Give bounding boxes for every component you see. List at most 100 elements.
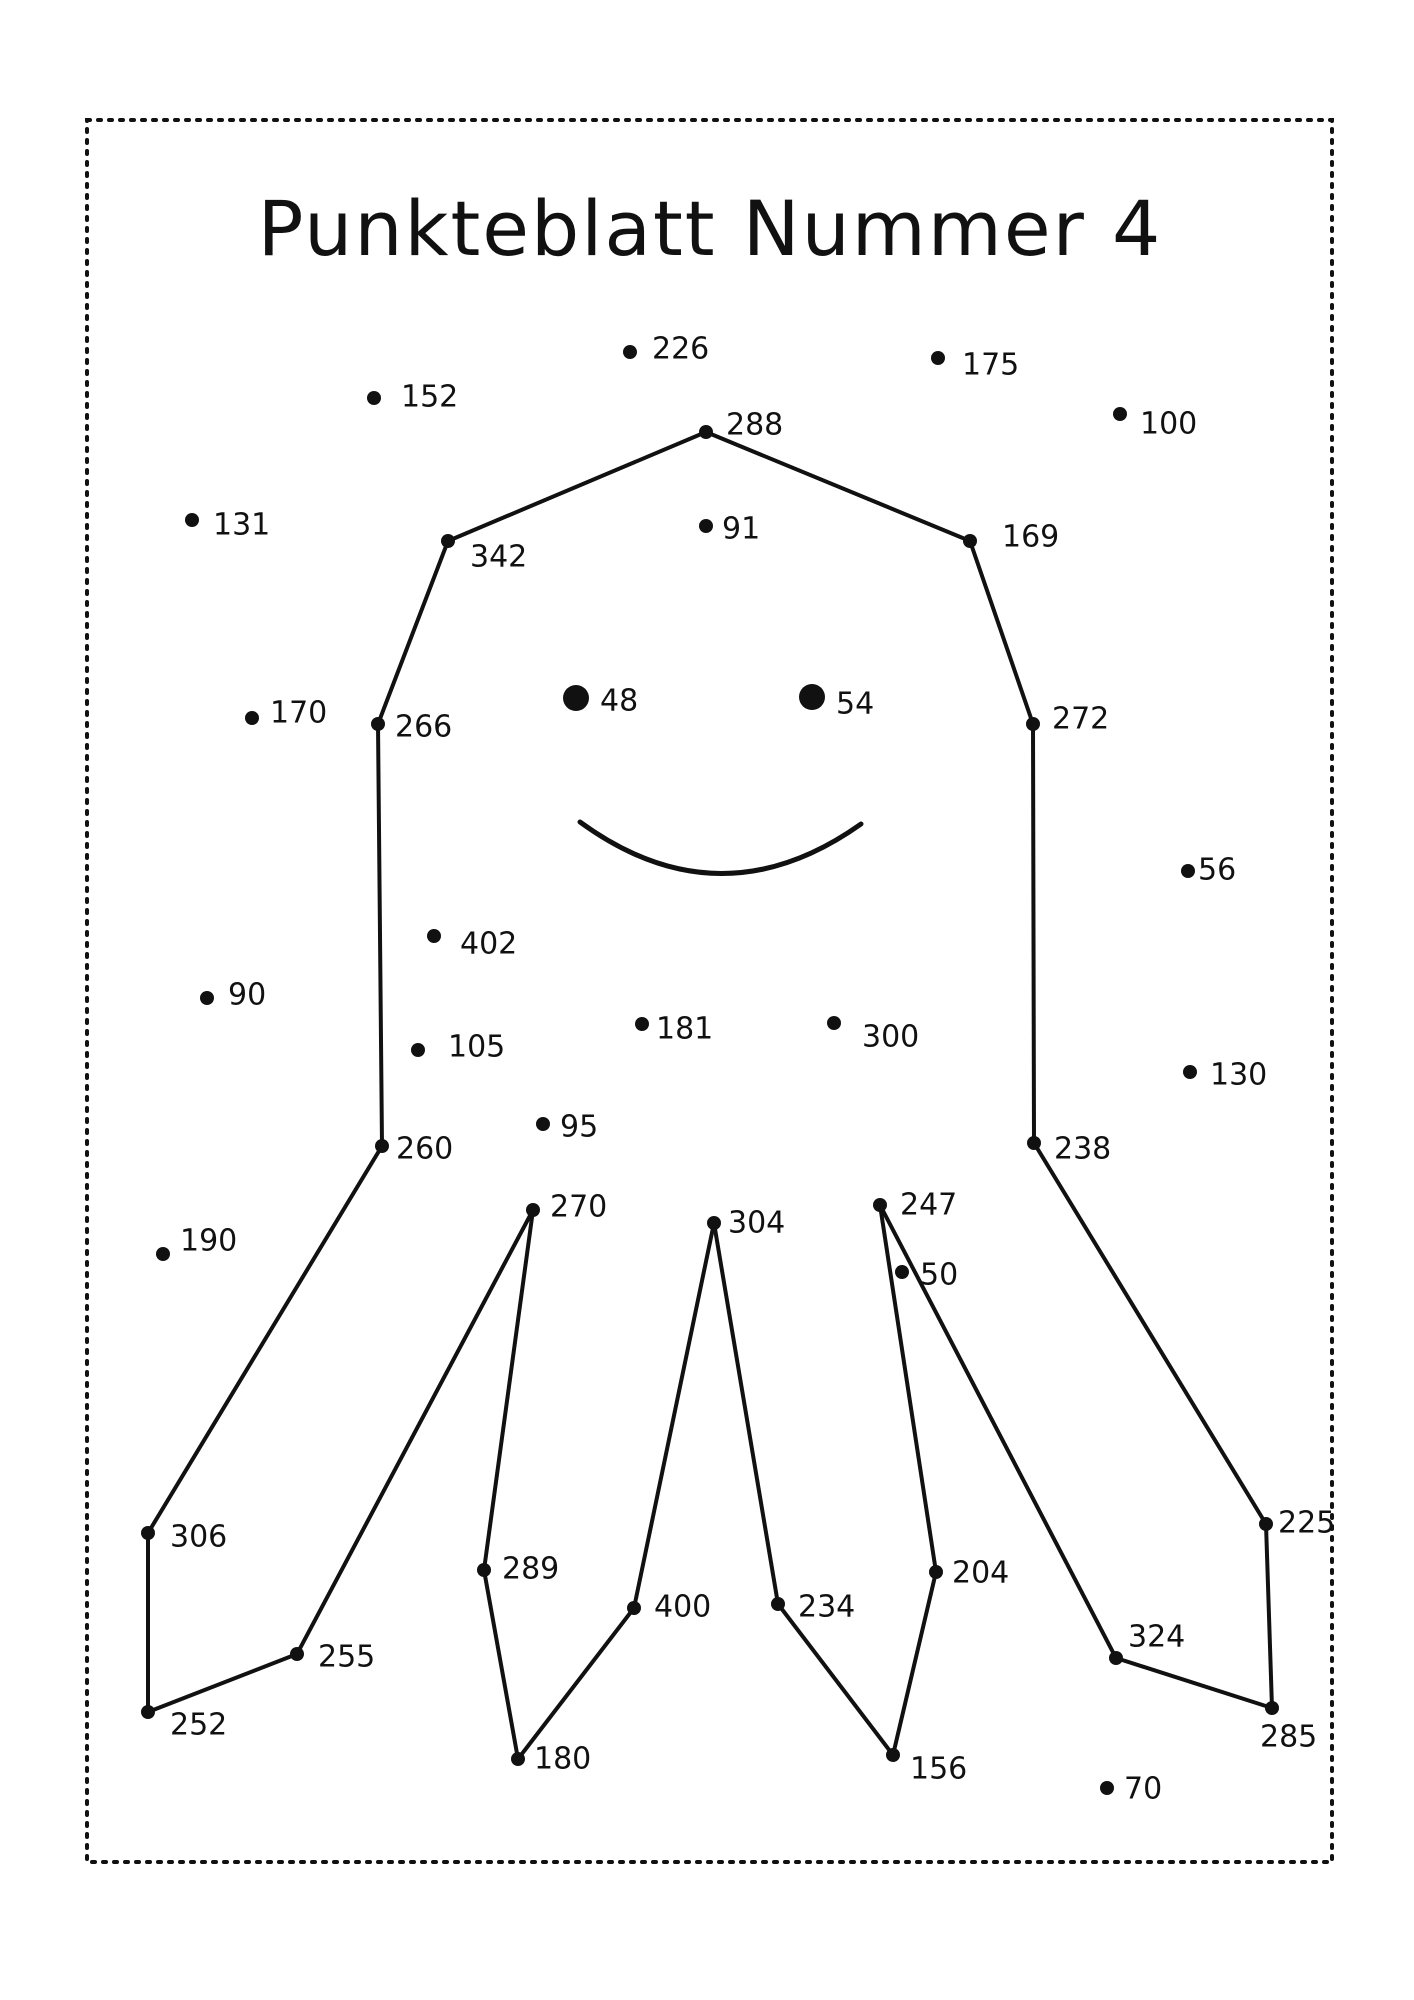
dot-marker <box>245 711 259 725</box>
dot-marker <box>141 1526 155 1540</box>
dot-marker <box>367 391 381 405</box>
dot-marker <box>1026 717 1040 731</box>
dot-point-175: 175 <box>931 348 1019 383</box>
dot-marker <box>375 1139 389 1153</box>
dot-number-label: 266 <box>395 710 452 745</box>
line-266-342 <box>376 539 450 726</box>
dot-marker <box>873 1198 887 1212</box>
dot-number-label: 324 <box>1128 1620 1185 1655</box>
dot-marker <box>799 684 825 710</box>
dot-number-label: 56 <box>1198 853 1236 888</box>
dot-point-306: 306 <box>141 1520 227 1555</box>
line-304-400 <box>632 1221 716 1610</box>
dot-marker <box>185 513 199 527</box>
line-306-260 <box>146 1144 384 1535</box>
line-247-204 <box>878 1203 938 1574</box>
line-324-247 <box>878 1203 1118 1660</box>
line-288-169 <box>704 430 972 543</box>
dot-number-label: 175 <box>962 348 1019 383</box>
dot-marker <box>1109 1651 1123 1665</box>
dot-marker <box>526 1203 540 1217</box>
dot-number-label: 247 <box>900 1188 957 1223</box>
dot-point-289: 289 <box>477 1552 559 1587</box>
dot-number-label: 181 <box>656 1012 713 1047</box>
dot-point-285: 285 <box>1260 1701 1317 1755</box>
dot-number-label: 190 <box>180 1224 237 1259</box>
dot-marker <box>141 1705 155 1719</box>
dot-number-label: 180 <box>534 1742 591 1777</box>
dot-number-label: 95 <box>560 1110 598 1145</box>
line-285-324 <box>1114 1656 1274 1710</box>
line-169-272 <box>968 539 1035 726</box>
dot-number-label: 238 <box>1054 1132 1111 1167</box>
dot-point-304: 304 <box>707 1206 785 1241</box>
dot-point-260: 260 <box>375 1132 453 1167</box>
dot-point-131: 131 <box>185 508 270 543</box>
line-204-156 <box>891 1570 938 1757</box>
dot-marker <box>827 1016 841 1030</box>
dot-marker <box>477 1563 491 1577</box>
dot-marker <box>411 1043 425 1057</box>
dot-number-label: 170 <box>270 696 327 731</box>
dot-number-label: 130 <box>1210 1058 1267 1093</box>
dot-point-95: 95 <box>536 1110 598 1145</box>
dot-number-label: 272 <box>1052 702 1109 737</box>
dot-point-288: 288 <box>699 408 783 443</box>
line-270-255 <box>295 1208 535 1656</box>
dot-number-label: 50 <box>920 1258 958 1293</box>
dot-number-label: 225 <box>1278 1506 1335 1541</box>
dot-number-label: 105 <box>448 1030 505 1065</box>
dotted-border <box>85 118 1334 1864</box>
dot-marker <box>929 1565 943 1579</box>
dot-point-225: 225 <box>1259 1506 1335 1541</box>
dot-marker <box>1113 407 1127 421</box>
dot-marker <box>200 991 214 1005</box>
dot-number-label: 270 <box>550 1190 607 1225</box>
dot-marker <box>1027 1136 1041 1150</box>
dot-point-238: 238 <box>1027 1132 1111 1167</box>
dot-point-156: 156 <box>886 1748 967 1787</box>
dot-number-label: 255 <box>318 1640 375 1675</box>
dot-point-300: 300 <box>827 1016 919 1055</box>
dot-number-label: 131 <box>213 508 270 543</box>
dot-marker <box>156 1247 170 1261</box>
dot-marker <box>886 1748 900 1762</box>
dot-number-label: 70 <box>1124 1772 1162 1807</box>
dot-marker <box>1259 1517 1273 1531</box>
dot-number-label: 260 <box>396 1132 453 1167</box>
dot-point-255: 255 <box>290 1640 375 1675</box>
sheet-title: Punkteblatt Nummer 4 <box>258 184 1163 273</box>
dot-number-label: 400 <box>654 1590 711 1625</box>
dot-point-48: 48 <box>563 684 638 719</box>
dot-number-label: 90 <box>228 978 266 1013</box>
dot-point-180: 180 <box>511 1742 591 1777</box>
line-289-270 <box>482 1208 535 1572</box>
dot-number-label: 289 <box>502 1552 559 1587</box>
dot-point-190: 190 <box>156 1224 237 1261</box>
dot-point-342: 342 <box>441 534 527 575</box>
dot-point-181: 181 <box>635 1012 713 1047</box>
dot-marker <box>623 345 637 359</box>
line-272-238 <box>1031 722 1036 1145</box>
dot-point-169: 169 <box>963 520 1059 555</box>
dot-number-label: 169 <box>1002 520 1059 555</box>
line-342-288 <box>446 430 708 543</box>
dot-marker <box>699 425 713 439</box>
dot-number-label: 100 <box>1140 407 1197 442</box>
dot-point-152: 152 <box>367 380 458 415</box>
dot-marker <box>290 1647 304 1661</box>
dot-number-label: 226 <box>652 332 709 367</box>
dot-point-400: 400 <box>627 1590 711 1625</box>
dot-point-50: 50 <box>895 1258 958 1293</box>
dot-point-324: 324 <box>1109 1620 1185 1665</box>
dot-point-266: 266 <box>371 710 452 745</box>
dot-point-56: 56 <box>1181 853 1236 888</box>
dot-number-label: 91 <box>722 512 760 547</box>
dot-point-130: 130 <box>1183 1058 1267 1093</box>
dot-marker <box>371 717 385 731</box>
dot-number-label: 288 <box>726 408 783 443</box>
dot-marker <box>627 1601 641 1615</box>
dot-point-252: 252 <box>141 1705 227 1743</box>
dot-marker <box>427 929 441 943</box>
